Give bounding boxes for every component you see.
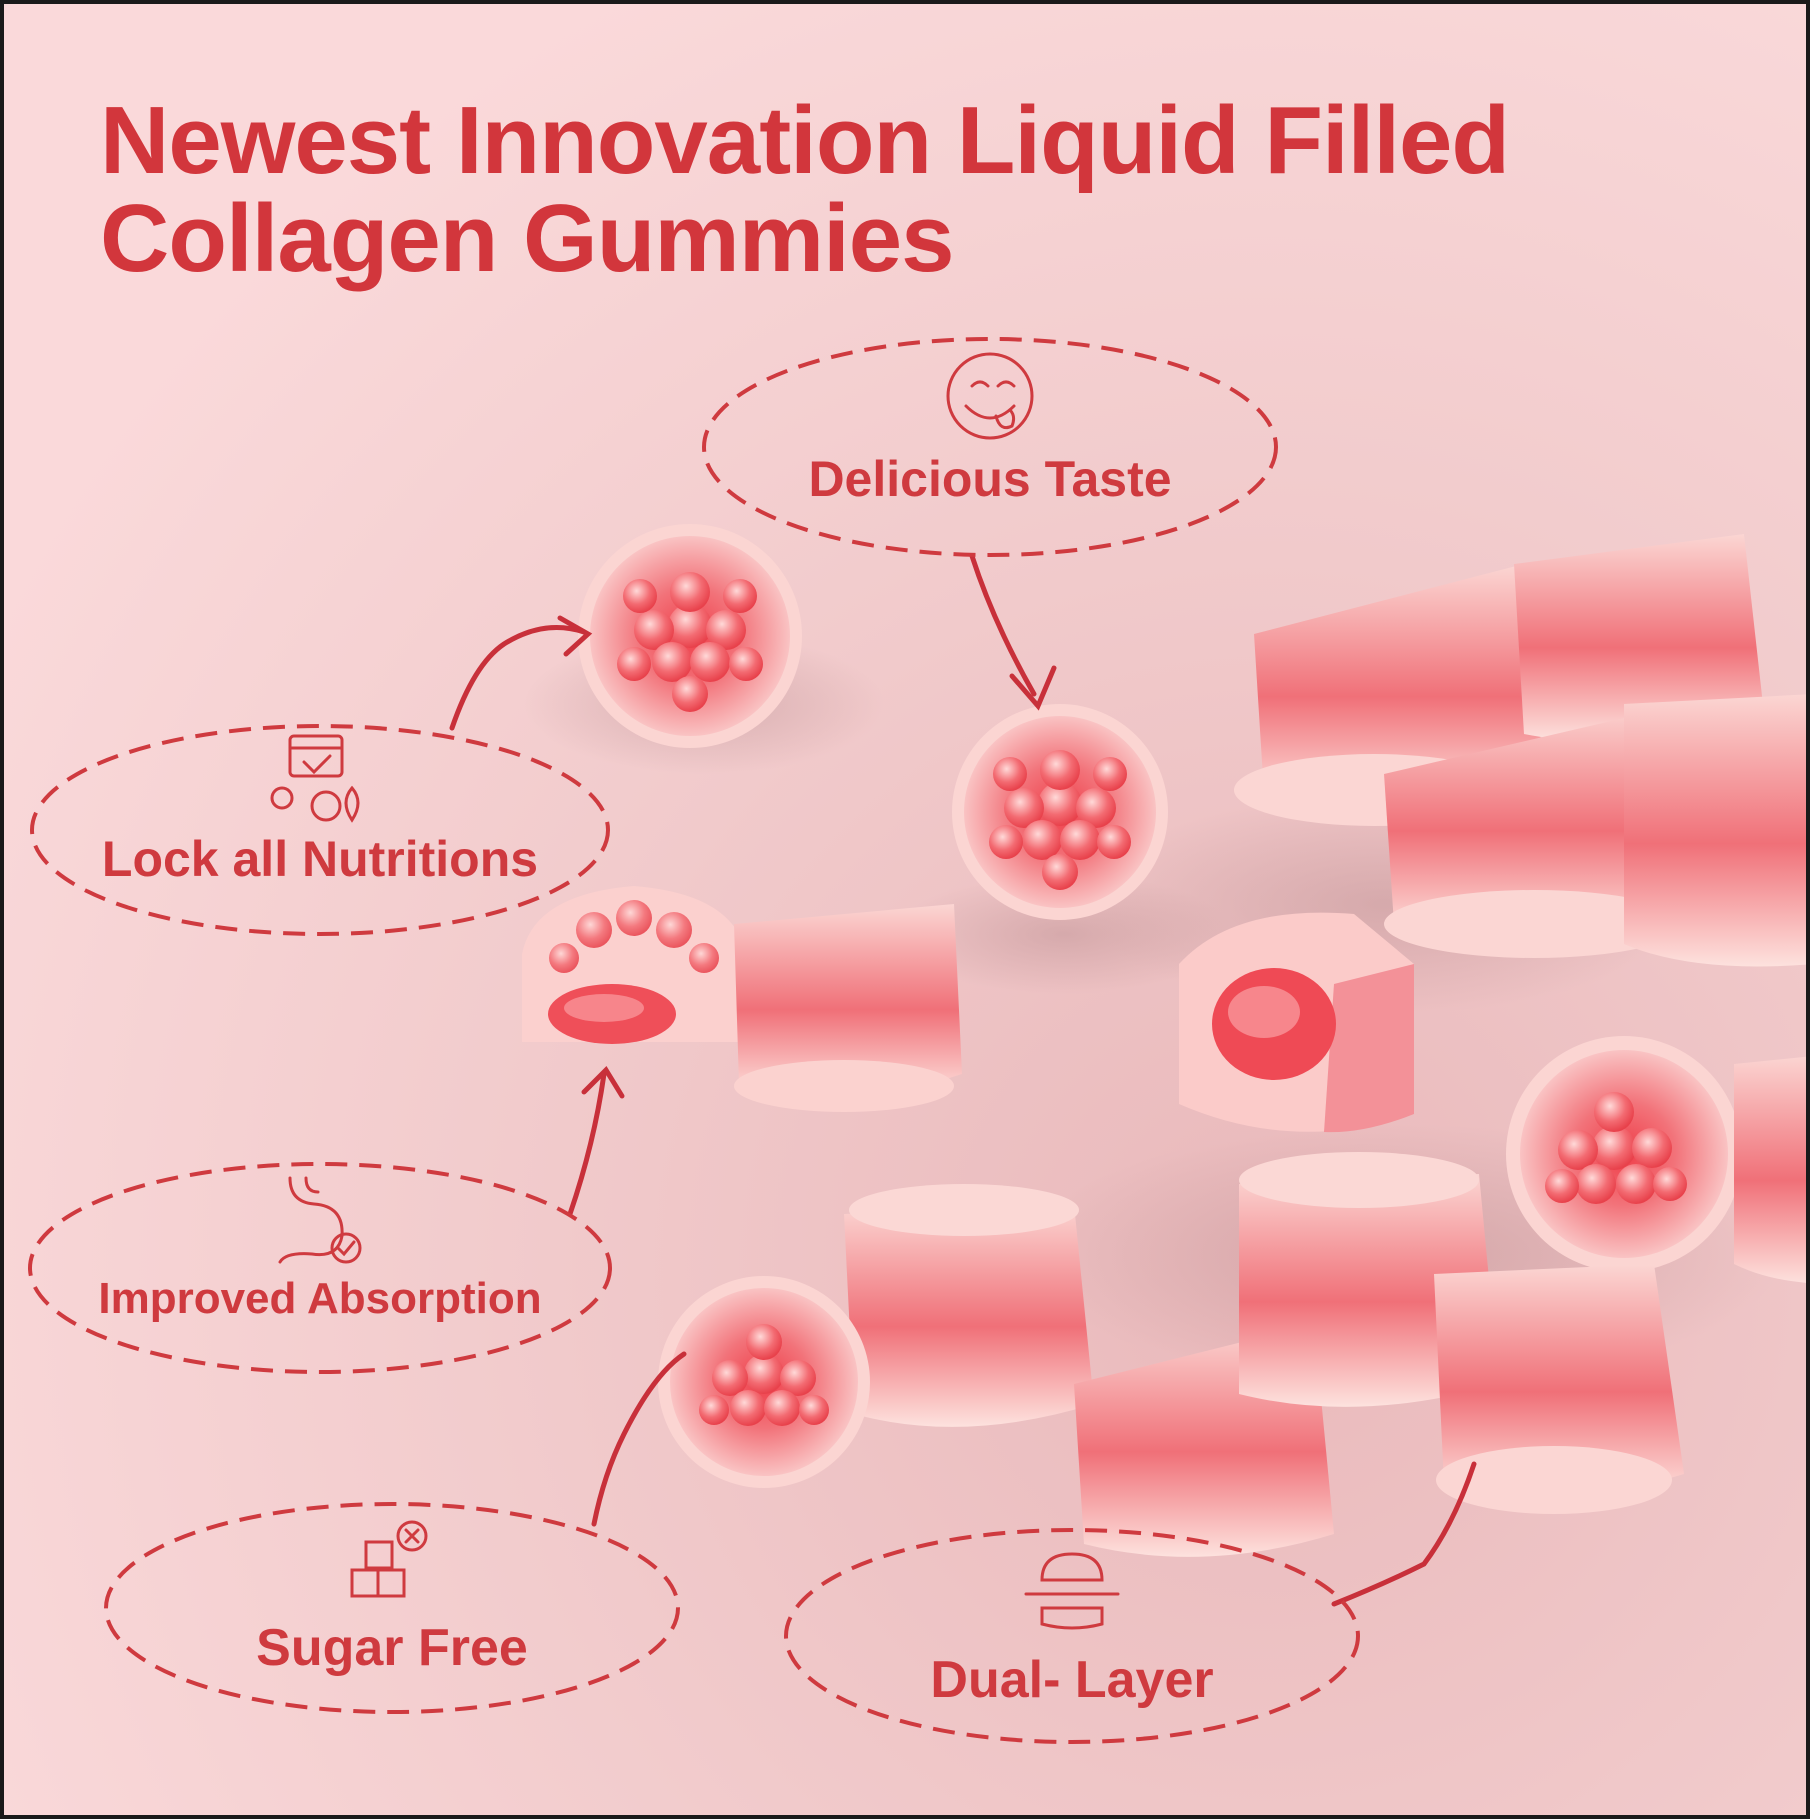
illustration <box>28 337 1806 1744</box>
fluted-gummy <box>1434 1264 1684 1514</box>
headline-line-1: Newest Innovation Liquid Filled <box>100 87 1510 194</box>
smiley-tongue-icon <box>946 352 1034 440</box>
feature-delicious-taste: Delicious Taste <box>808 451 1172 507</box>
sugar-cubes-x-icon <box>350 1520 428 1598</box>
arrow-delicious-taste <box>969 553 1037 697</box>
raspberry-gummy <box>952 704 1168 920</box>
raspberry-gummy <box>658 1276 870 1488</box>
arrow-sugar-free <box>591 1351 687 1527</box>
cut-gummy-liquid-center <box>1179 912 1414 1133</box>
fluted-gummy <box>1514 534 1764 741</box>
product-banner: Newest Innovation Liquid Filled Collagen… <box>4 4 1806 1815</box>
arrow-dual-layer <box>1331 1461 1477 1607</box>
headline-line-2: Collagen Gummies <box>100 185 955 292</box>
callout-arrows <box>449 553 1477 1607</box>
fluted-gummy <box>844 1184 1094 1427</box>
arrow-lock-nutritions <box>449 625 587 731</box>
feature-sugar-free: Sugar Free <box>256 1619 528 1677</box>
bubble-improved-absorption <box>28 1162 612 1374</box>
layers-burger-icon <box>1024 1552 1120 1630</box>
arrow-head <box>581 1065 625 1099</box>
cut-gummy-liquid-center <box>522 886 746 1044</box>
bubble-dual-layer <box>784 1528 1360 1744</box>
stomach-check-icon <box>278 1176 362 1264</box>
fluted-gummy <box>734 904 962 1112</box>
bubble-delicious-taste <box>702 337 1278 557</box>
raspberry-gummy <box>578 524 802 748</box>
fluted-gummy <box>1239 1152 1499 1407</box>
feature-lock-nutritions: Lock all Nutritions <box>101 831 539 887</box>
bubble-lock-nutritions <box>30 724 610 936</box>
raspberry-gummy <box>1506 1036 1742 1272</box>
bubble-sugar-free <box>104 1502 680 1714</box>
fluted-gummy <box>1624 694 1806 967</box>
arrow-head <box>557 615 593 657</box>
arrow-head <box>1009 665 1057 711</box>
feature-improved-absorption: Improved Absorption <box>98 1274 542 1323</box>
nutrition-calendar-icon <box>270 734 360 823</box>
headline: Newest Innovation Liquid Filled Collagen… <box>100 92 1600 288</box>
fluted-gummy <box>1734 1056 1806 1283</box>
arrow-absorption <box>567 1071 607 1217</box>
feature-dual-layer: Dual- Layer <box>930 1651 1214 1709</box>
